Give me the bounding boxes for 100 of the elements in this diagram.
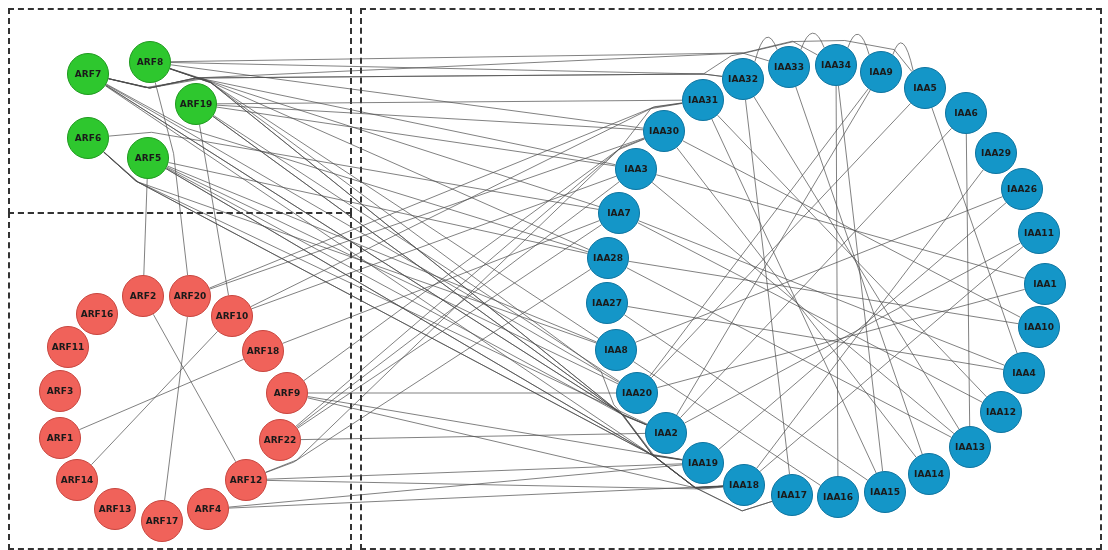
interaction-line [626,267,952,438]
node-label: IAA33 [774,62,804,72]
node-label: ARF17 [145,516,179,526]
gene-node [169,275,211,317]
interaction-line [676,147,917,458]
node-label: ARF18 [246,346,280,356]
interaction-line [103,151,597,344]
interaction-line [228,485,724,509]
interaction-line [651,182,955,434]
interaction-line [627,306,1004,370]
node-label: IAA16 [823,492,853,502]
interaction-line [152,313,237,463]
interaction-line [168,162,588,254]
node-label: ARF10 [215,311,249,321]
interaction-line [635,196,1003,343]
gene-node [980,391,1022,433]
node-label: IAA15 [870,487,900,497]
interaction-line [266,463,683,480]
gene-node [864,471,906,513]
interaction-line [108,78,600,207]
interaction-line [756,169,984,469]
interaction-line [105,84,620,383]
interaction-line [265,269,591,473]
interaction-line [718,202,1007,450]
gene-node [771,474,813,516]
node-label: IAA6 [954,108,978,118]
node-label: ARF6 [74,133,102,143]
node-label: ARF19 [179,99,213,109]
gene-node [127,137,169,179]
node-label: IAA27 [592,298,622,308]
interaction-line [656,289,1026,388]
gene-node [645,412,687,454]
dashed-region-box [8,212,352,550]
interaction-line [199,124,229,296]
interaction-line [649,88,869,377]
interaction-line [753,96,960,430]
node-label: ARF4 [194,504,222,514]
gene-node [242,330,284,372]
interaction-line [655,174,1026,279]
node-label: ARF20 [173,291,207,301]
node-label: IAA5 [913,83,937,93]
interaction-line [251,175,617,310]
interaction-line [295,103,683,427]
gene-node [259,419,301,461]
interaction-line [307,392,617,394]
interaction-line [282,220,600,344]
node-label: IAA18 [729,480,759,490]
gene-node [56,459,98,501]
node-label: ARF9 [273,388,301,398]
gene-node [723,464,765,506]
interaction-line [216,106,616,167]
interaction-line [633,361,821,486]
gene-node [1018,212,1060,254]
interaction-line [169,68,599,339]
node-label: ARF22 [263,435,297,445]
interaction-line [216,104,644,131]
gene-node [817,476,859,518]
node-label: IAA9 [869,67,893,77]
interaction-line [265,138,645,473]
interaction-line [684,242,1021,424]
node-label: IAA30 [649,126,679,136]
node-label: IAA28 [593,253,623,263]
interaction-line [300,433,646,440]
gene-node [722,58,764,100]
node-label: IAA3 [624,164,648,174]
gene-node [1018,306,1060,348]
interaction-line [297,224,602,429]
node-label: IAA17 [777,490,807,500]
gene-node [975,132,1017,174]
interaction-line [166,167,647,426]
gene-node [94,488,136,530]
node-label: IAA19 [688,458,718,468]
interaction-line [91,330,218,466]
gene-node [945,92,987,134]
gene-node [141,500,183,542]
node-label: IAA7 [607,208,631,218]
interaction-line [213,115,620,382]
gene-node [211,295,253,337]
node-label: IAA20 [622,388,652,398]
gene-node [586,282,628,324]
interaction-line [170,64,644,129]
gene-node [643,110,685,152]
node-label: ARF1 [46,433,74,443]
node-label: IAA13 [955,442,985,452]
gene-node [815,44,857,86]
node-label: IAA2 [654,428,678,438]
interaction-line [931,107,1018,354]
gene-node [587,237,629,279]
interaction-line [717,114,987,398]
gene-node [595,329,637,371]
interaction-line [676,89,871,416]
gene-node [67,117,109,159]
interaction-line [143,178,148,276]
gene-node [598,192,640,234]
interaction-line [164,316,188,501]
gene-node [616,372,658,414]
gene-node [76,293,118,335]
interaction-line [682,140,1021,318]
gene-node [187,488,229,530]
dashed-region-box [360,8,1102,550]
